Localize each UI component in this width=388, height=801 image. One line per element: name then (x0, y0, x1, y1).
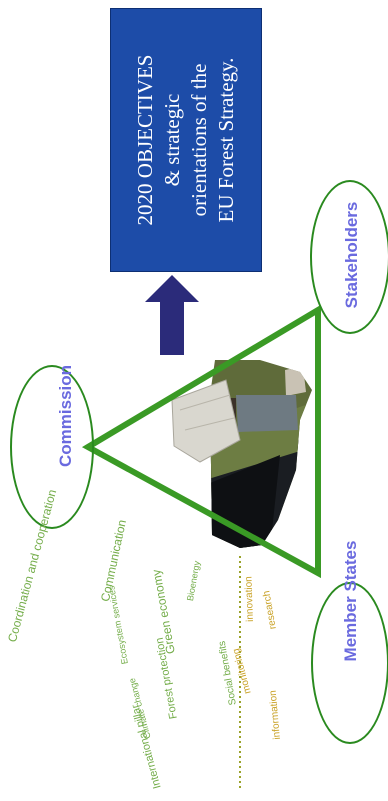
topic-innovation: innovation (243, 576, 256, 622)
commission-ellipse (10, 365, 94, 529)
actors-triangle (81, 304, 321, 579)
up-arrow-icon (145, 275, 199, 355)
stakeholders-ellipse (310, 180, 388, 334)
member-states-label: Member States (341, 540, 360, 662)
objectives-box: 2020 OBJECTIVES & strategic orientations… (110, 8, 262, 272)
commission-label: Commission (56, 364, 75, 467)
stakeholders-label: Stakeholders (342, 201, 361, 309)
